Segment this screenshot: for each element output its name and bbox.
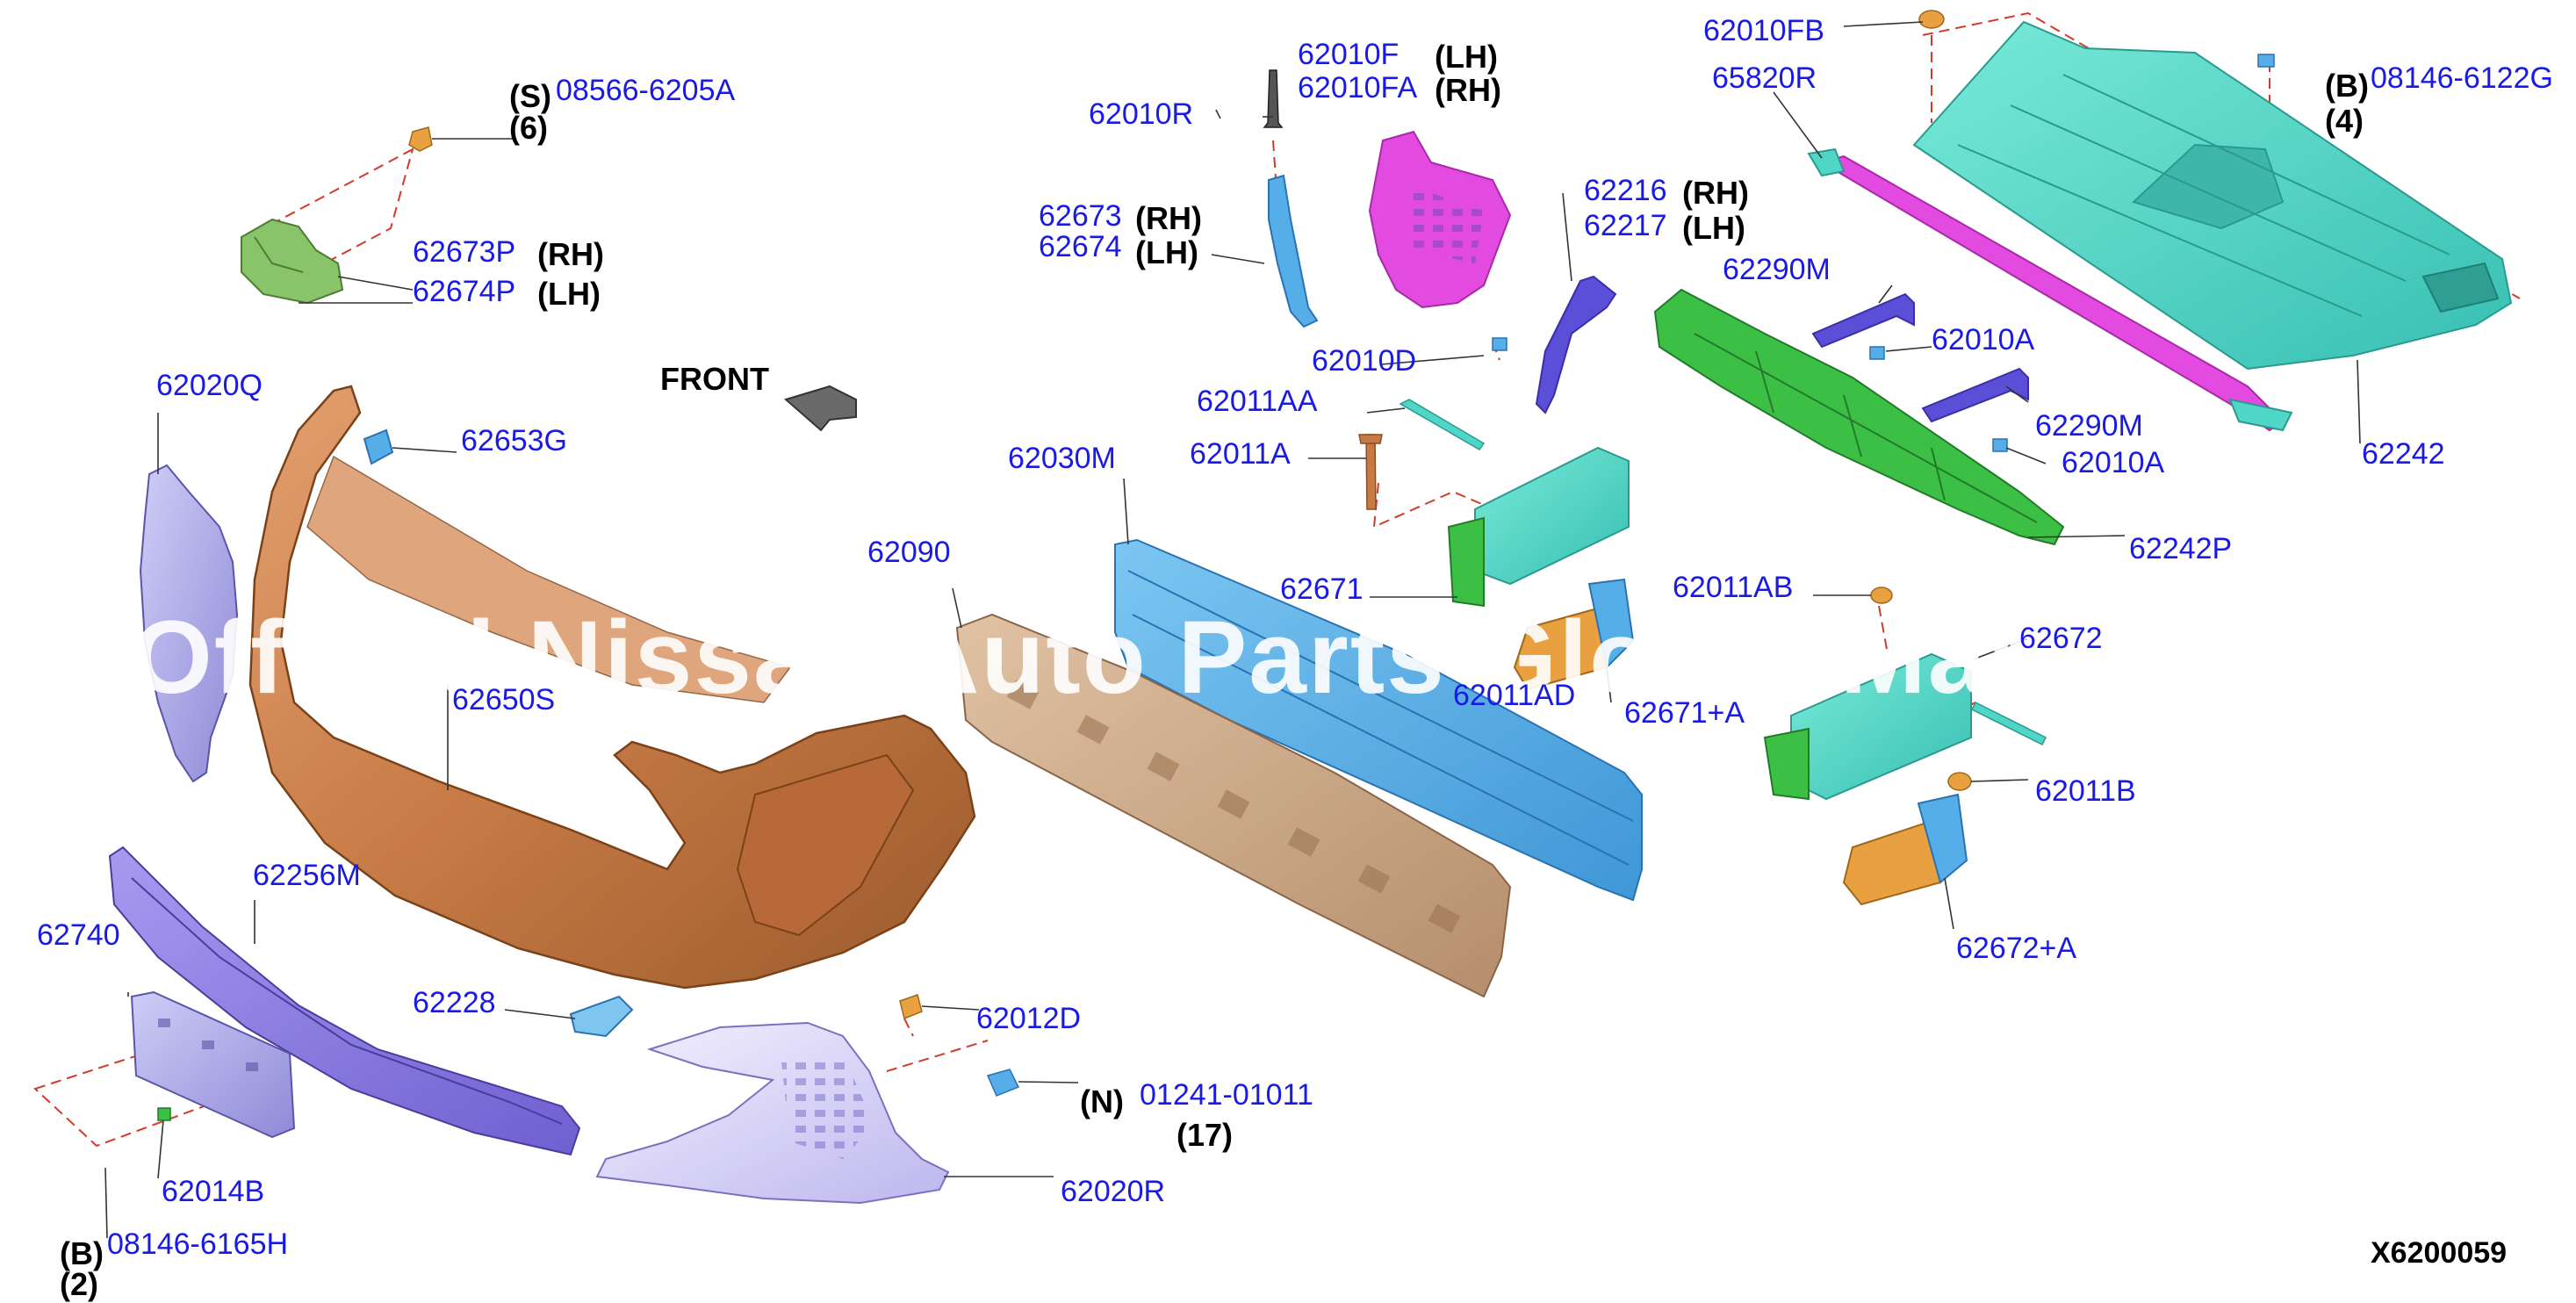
clip-62012d [899,994,923,1020]
upper-support-bracket [1653,288,2065,546]
qualifier-62673-rh: (RH) [1135,200,1202,236]
label-62010fb[interactable]: 62010FB [1703,14,1824,47]
label-62740[interactable]: 62740 [37,918,120,952]
grille-62256m [108,846,581,1156]
qualifier-b-right: (B) [2325,68,2369,104]
label-62010r[interactable]: 62010R [1089,97,1194,131]
label-62653g[interactable]: 62653G [461,424,567,457]
label-62030m[interactable]: 62030M [1008,442,1116,475]
label-01241-01011[interactable]: 01241-01011 [1140,1078,1313,1112]
label-62290m-bottom[interactable]: 62290M [2035,409,2143,443]
clip-62010fb [1918,10,1945,29]
clip-01241-01011 [986,1069,1020,1097]
label-62671[interactable]: 62671 [1280,572,1364,606]
label-62673[interactable]: 62673 [1039,199,1122,233]
label-62256m[interactable]: 62256M [253,859,361,892]
qualifier-2: (2) [60,1266,98,1302]
label-62011b[interactable]: 62011B [2035,774,2136,808]
label-62217[interactable]: 62217 [1584,209,1667,242]
label-62011ab[interactable]: 62011AB [1673,571,1794,604]
cover-62228 [569,995,634,1038]
bracket-62216 [1535,275,1617,414]
bracket-62290m-lower [1921,367,2029,423]
clip-62010a-bottom [1992,438,2008,452]
front-label: FRONT [660,361,769,397]
qualifier-b-left: (B) [60,1235,104,1271]
bracket-62672a [1842,793,1968,906]
clip-62010a-top [1869,346,1885,360]
label-62010a-bottom[interactable]: 62010A [2062,446,2165,479]
qualifier-62216-rh: (RH) [1682,175,1749,211]
label-62011a[interactable]: 62011A [1190,437,1291,471]
label-62090[interactable]: 62090 [867,536,951,569]
label-65820r[interactable]: 65820R [1712,61,1817,95]
label-62010a-top[interactable]: 62010A [1932,323,2035,356]
qualifier-n: (N) [1080,1083,1124,1119]
label-62020r[interactable]: 62020R [1061,1175,1166,1208]
clip-08566-6205a [408,126,433,152]
crash-box-62671 [1447,446,1630,608]
clip-62014b [157,1107,171,1121]
watermark: Official Nissan Auto Parts Global Market [132,600,2184,716]
bracket-62673p [241,218,344,305]
qualifier-s: (S) [509,78,551,114]
bracket-62010f [1368,130,1512,309]
bumper-reinforcement [1114,538,1643,902]
label-62014b[interactable]: 62014B [162,1175,265,1208]
label-62674[interactable]: 62674 [1039,230,1122,263]
label-08146-6122g[interactable]: 08146-6122G [2371,61,2553,95]
strip-62673 [1268,174,1319,328]
label-62020q[interactable]: 62020Q [156,369,263,402]
diagram-id: X6200059 [2371,1236,2508,1270]
bolt-62011a [1365,434,1377,510]
label-62011aa[interactable]: 62011AA [1197,385,1318,418]
bracket-62671a [1513,578,1635,691]
qualifier-62217-lh: (LH) [1682,210,1745,246]
label-62216[interactable]: 62216 [1584,174,1667,207]
label-62010f[interactable]: 62010F [1298,38,1400,71]
crash-box-62672 [1763,652,1972,801]
front-arrow-icon [783,385,857,432]
label-62010fa[interactable]: 62010FA [1298,71,1418,104]
energy-absorber [955,613,1512,998]
label-08146-6165h[interactable]: 08146-6165H [107,1227,289,1261]
clip-62011b [1947,772,1972,791]
label-62011ad[interactable]: 62011AD [1453,679,1576,712]
label-62672a[interactable]: 62672+A [1956,932,2077,965]
label-62671a[interactable]: 62671+A [1624,696,1745,730]
bracket-62290m-upper [1811,292,1915,349]
side-bracket-62020q [139,464,239,783]
qualifier-62010fa-rh: (RH) [1435,72,1501,108]
bolt-62010r [1263,69,1284,128]
label-62290m-top[interactable]: 62290M [1723,253,1831,286]
qualifier-62674p-lh: (LH) [537,276,601,312]
license-plate-bracket [130,990,296,1139]
label-62228[interactable]: 62228 [413,986,496,1019]
bolt-62011b-shaft [1970,701,2047,746]
label-62674p[interactable]: 62674P [413,275,516,308]
label-62242p[interactable]: 62242P [2129,532,2233,565]
label-62673p[interactable]: 62673P [413,235,516,269]
clip-62653g [363,428,394,465]
clip-08146-6122g [2257,54,2275,68]
qualifier-17: (17) [1176,1117,1234,1153]
clip-62010d [1492,337,1507,351]
qualifier-62674-lh: (LH) [1135,234,1198,270]
label-62012d[interactable]: 62012D [976,1002,1082,1035]
qualifier-62673p-rh: (RH) [537,236,604,272]
qualifier-62010f-lh: (LH) [1435,39,1498,75]
label-62010d[interactable]: 62010D [1312,344,1417,378]
lower-cover-62020r [595,1021,950,1205]
label-62672[interactable]: 62672 [2019,622,2103,655]
label-62242[interactable]: 62242 [2362,437,2445,471]
qualifier-4: (4) [2325,103,2364,139]
label-62650s[interactable]: 62650S [452,683,556,716]
bolt-62011aa [1399,399,1486,450]
label-08566-6205a[interactable]: 08566-6205A [556,74,736,107]
front-bumper-fascia [248,385,976,990]
qualifier-6: (6) [509,110,548,146]
radiator-core-upper-cover [1912,20,2513,371]
